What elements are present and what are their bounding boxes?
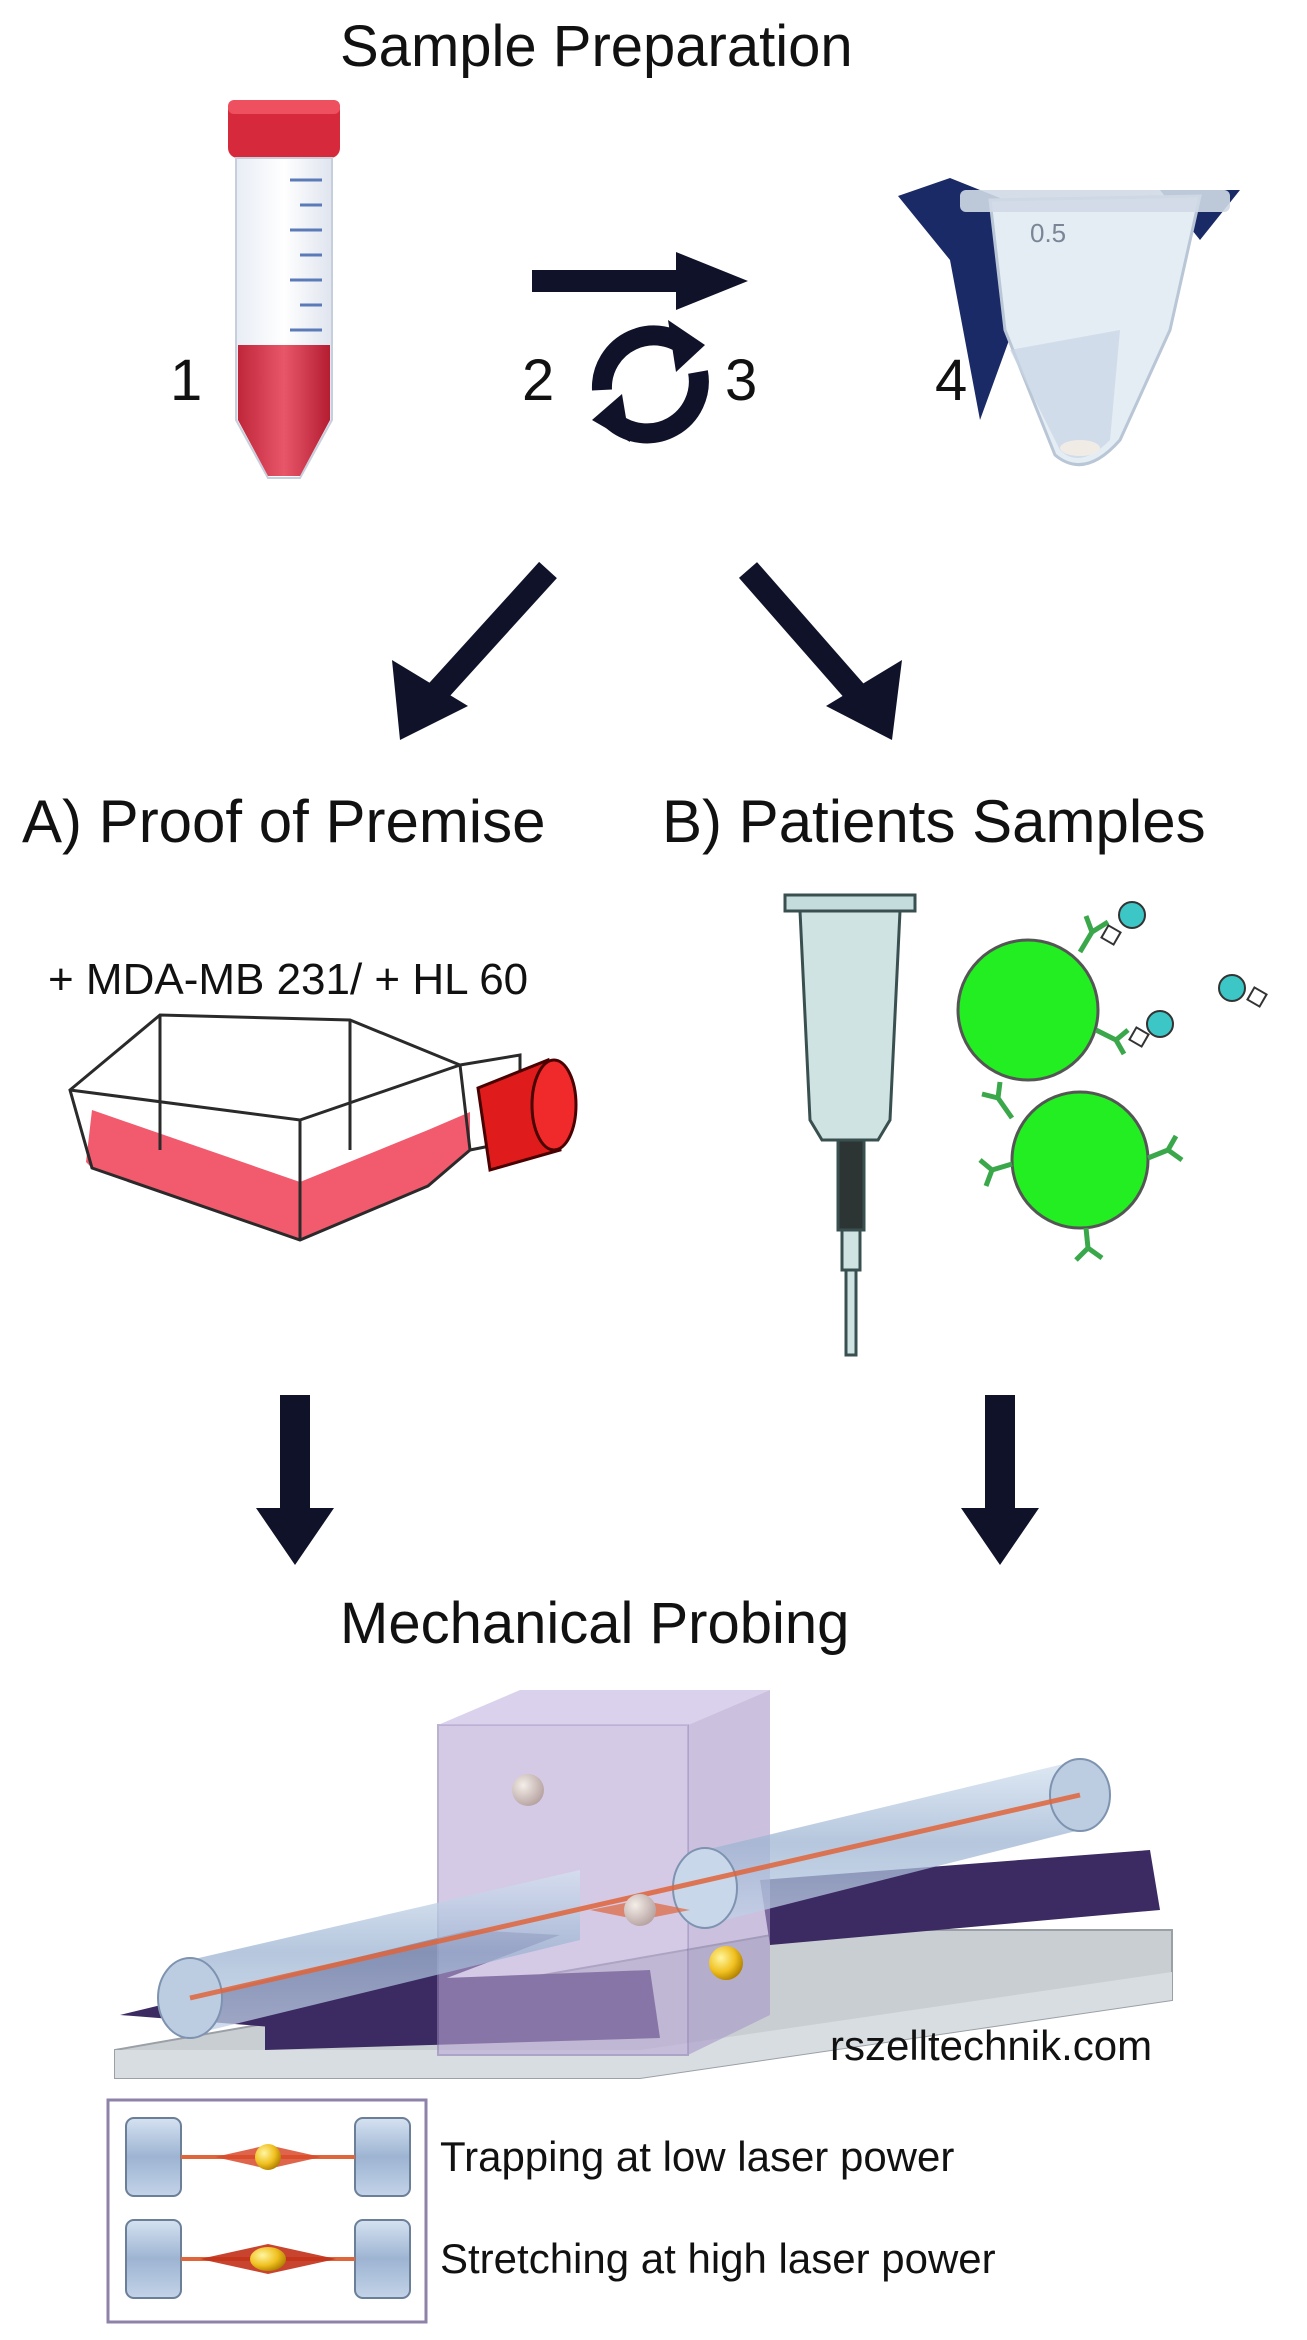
forward-arrow-icon (532, 252, 748, 310)
legend-trapping-label: Trapping at low laser power (440, 2133, 955, 2180)
mechanical-probing-title: Mechanical Probing (340, 1591, 850, 1656)
patients-samples-label: B) Patients Samples (662, 788, 1206, 855)
flask-cap (476, 1057, 578, 1172)
antibody-cell-icon (956, 901, 1268, 1262)
syringe-icon (783, 893, 917, 1357)
legend-stretching-icon (125, 2219, 411, 2299)
legend-box (106, 2098, 428, 2324)
legend-trapping-icon (125, 2117, 411, 2197)
step-1-label: 1 (170, 348, 203, 413)
proof-of-premise-label: A) Proof of Premise (22, 788, 546, 855)
tube-volume-label: 0.5 (1030, 218, 1067, 248)
step-3-label: 3 (725, 348, 758, 413)
step-2-label: 2 (522, 348, 555, 413)
falcon-tube-icon (228, 100, 340, 479)
split-arrow-right (738, 562, 902, 740)
eppendorf-tube-icon (898, 178, 1240, 467)
cell-lines-label: + MDA-MB 231/ + HL 60 (48, 955, 529, 1004)
credit-label: rszelltechnik.com (830, 2022, 1153, 2069)
step-4-label: 4 (935, 348, 968, 413)
culture-flask-icon (68, 1013, 522, 1242)
optical-stretcher-icon (114, 1690, 1173, 2079)
sample-preparation-title: Sample Preparation (340, 14, 853, 79)
down-arrow-left (256, 1395, 334, 1565)
split-arrow-left (392, 561, 557, 740)
legend-stretching-label: Stretching at high laser power (440, 2235, 996, 2282)
down-arrow-right (961, 1395, 1039, 1565)
